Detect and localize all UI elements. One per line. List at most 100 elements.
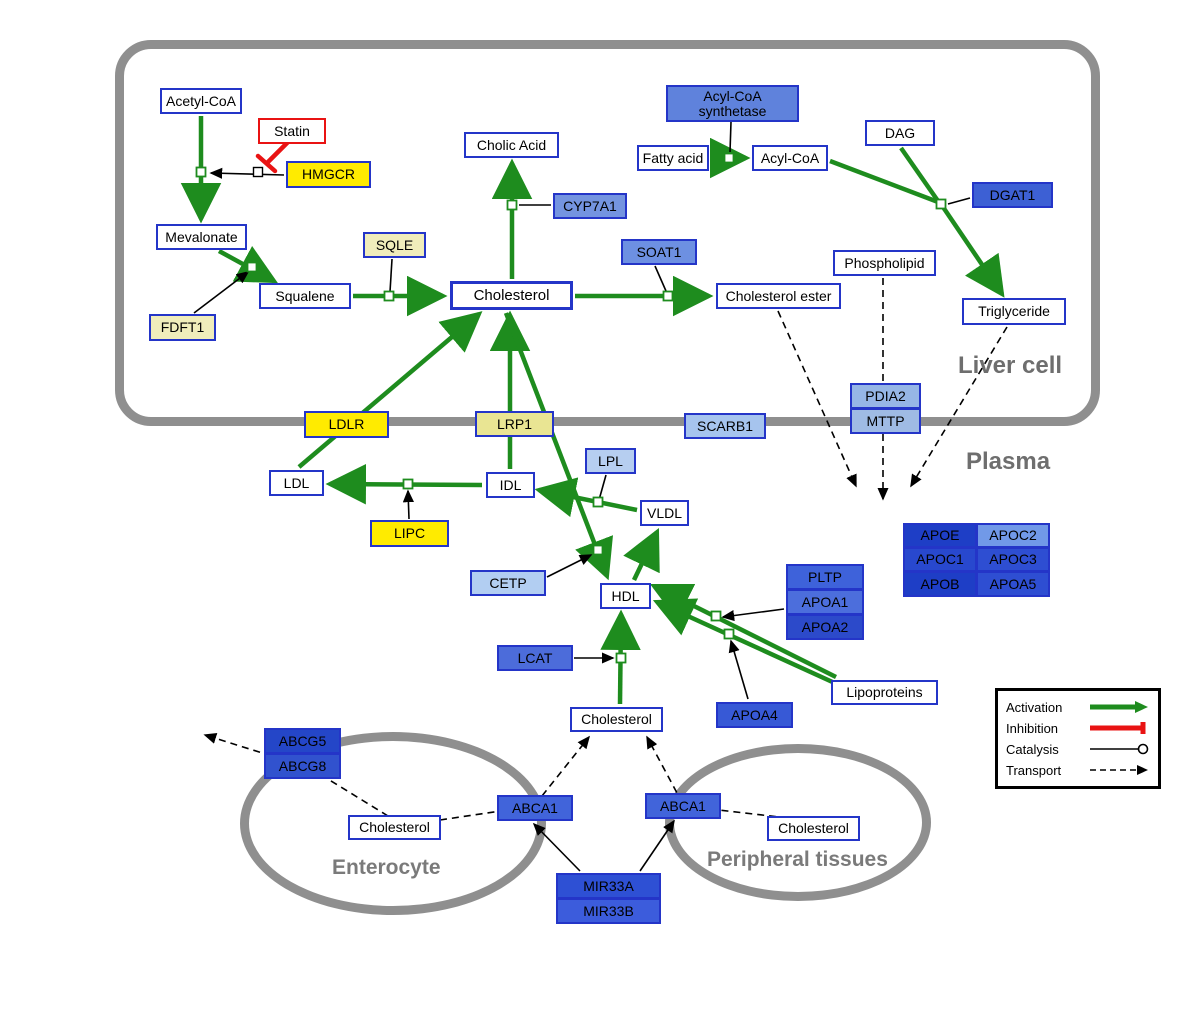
node-mir33a[interactable]: MIR33A <box>556 873 661 899</box>
node-scarb1[interactable]: SCARB1 <box>684 413 766 439</box>
node-sqle[interactable]: SQLE <box>363 232 426 258</box>
node-cetp[interactable]: CETP <box>470 570 546 596</box>
activation-vldl-idl <box>534 477 638 518</box>
node-lpl[interactable]: LPL <box>585 448 636 474</box>
activation-cholesterol-hdl <box>503 312 613 581</box>
catalysis-apoa1-apoa2 <box>721 608 785 622</box>
plasma-label: Plasma <box>966 448 1051 475</box>
catalysis-hmgcr <box>209 167 285 179</box>
activation-hdl-vldl <box>623 527 660 581</box>
node-apoc3[interactable]: APOC3 <box>976 547 1050 572</box>
node-acyl-coa[interactable]: Acyl-CoA <box>752 145 828 171</box>
node-lcat[interactable]: LCAT <box>497 645 573 671</box>
node-dag[interactable]: DAG <box>865 120 935 146</box>
node-lipoproteins[interactable]: Lipoproteins <box>831 680 938 705</box>
node-soat1[interactable]: SOAT1 <box>621 239 697 265</box>
catalysis-acylcoa-synthetase <box>729 121 732 153</box>
node-cholesterol-plasma[interactable]: Cholesterol <box>570 707 663 732</box>
transport-triglyceride-to-plasma <box>910 326 1008 488</box>
enterocyte-label: Enterocyte <box>332 856 441 879</box>
activation-dgat1node-triglyceride <box>941 205 1005 298</box>
transport-dashed-arrow-icon <box>1090 765 1148 775</box>
inhibition-statin-tbar <box>255 153 278 174</box>
legend-activation-label: Activation <box>1006 699 1063 715</box>
node-ldl[interactable]: LDL <box>269 470 324 496</box>
inhibition-edges <box>255 139 291 174</box>
node-apoc1[interactable]: APOC1 <box>903 547 977 572</box>
statin-inhibition-node <box>252 166 264 178</box>
node-cholesterol-peripheral[interactable]: Cholesterol <box>767 816 860 841</box>
node-abca1-peripheral[interactable]: ABCA1 <box>645 793 721 819</box>
node-idl[interactable]: IDL <box>486 472 535 498</box>
peripheral-tissues-label: Peripheral tissues <box>707 848 888 871</box>
inhibition-tbar-icon <box>1090 722 1146 734</box>
node-abcg8[interactable]: ABCG8 <box>264 753 341 779</box>
node-mir33b[interactable]: MIR33B <box>556 898 661 924</box>
node-triglyceride[interactable]: Triglyceride <box>962 298 1066 325</box>
node-fatty-acid[interactable]: Fatty acid <box>637 145 709 171</box>
node-fdft1[interactable]: FDFT1 <box>149 314 216 341</box>
catalysis-soat1 <box>654 265 667 292</box>
legend-catalysis-label: Catalysis <box>1006 741 1059 757</box>
node-apoa2[interactable]: APOA2 <box>786 614 864 640</box>
node-statin[interactable]: Statin <box>258 118 326 144</box>
node-acyl-coa-synthetase[interactable]: Acyl-CoA synthetase <box>666 85 799 122</box>
legend-transport-row: Transport <box>1006 760 1150 780</box>
node-cholic-acid[interactable]: Cholic Acid <box>464 132 559 158</box>
node-mttp[interactable]: MTTP <box>850 408 921 434</box>
activation-mevalonate-squalene <box>217 245 278 284</box>
node-apoe[interactable]: APOE <box>903 523 977 548</box>
node-cyp7a1[interactable]: CYP7A1 <box>553 193 627 219</box>
node-lrp1[interactable]: LRP1 <box>475 411 554 437</box>
legend-transport-label: Transport <box>1006 762 1062 778</box>
activation-ldl-cholesterol <box>297 311 483 469</box>
catalysis-lipc <box>402 489 414 520</box>
catalysis-fdft1 <box>193 271 250 314</box>
activation-dag-dgat1node <box>899 146 940 203</box>
legend-catalysis-row: Catalysis <box>1006 739 1150 759</box>
catalysis-apoa4 <box>728 639 749 700</box>
node-cholesterol-liver[interactable]: Cholesterol <box>450 281 573 310</box>
node-mevalonate[interactable]: Mevalonate <box>156 224 247 250</box>
node-apoa1[interactable]: APOA1 <box>786 589 864 615</box>
node-cholesterol-enterocyte[interactable]: Cholesterol <box>348 815 441 840</box>
node-apoa4[interactable]: APOA4 <box>716 702 793 728</box>
catalysis-sqle <box>389 258 393 293</box>
node-cholesterol-ester[interactable]: Cholesterol ester <box>716 283 841 309</box>
legend: Activation Inhibition Catalysis Transpor… <box>995 688 1161 789</box>
node-apob[interactable]: APOB <box>903 571 977 597</box>
node-pltp[interactable]: PLTP <box>786 564 864 590</box>
activation-arrow-icon <box>1090 701 1148 713</box>
activation-acylcoa-dgat1node <box>829 158 939 205</box>
node-pdia2[interactable]: PDIA2 <box>850 383 921 409</box>
catalysis-edges <box>193 121 971 872</box>
catalysis-mir33-abca1-enterocyte <box>532 822 581 872</box>
node-apoc2[interactable]: APOC2 <box>976 523 1050 548</box>
inhibition-statin-hmgcr <box>264 139 291 166</box>
node-abca1-enterocyte[interactable]: ABCA1 <box>497 795 573 821</box>
catalysis-dgat1 <box>947 197 971 205</box>
legend-inhibition-label: Inhibition <box>1006 720 1059 736</box>
node-apoa5[interactable]: APOA5 <box>976 571 1050 597</box>
node-phospholipid[interactable]: Phospholipid <box>833 250 936 276</box>
transport-enterocyte-abcg5g8 <box>203 733 389 817</box>
transport-peripheral-abca1 <box>646 735 789 819</box>
node-lipc[interactable]: LIPC <box>370 520 449 547</box>
node-hmgcr[interactable]: HMGCR <box>286 161 371 188</box>
legend-activation-row: Activation <box>1006 697 1150 717</box>
legend-inhibition-row: Inhibition <box>1006 718 1150 738</box>
node-dgat1[interactable]: DGAT1 <box>972 182 1053 208</box>
node-hdl[interactable]: HDL <box>600 583 651 609</box>
catalysis-cetp <box>546 554 593 578</box>
activation-lipoproteins-hdl-2 <box>652 598 851 693</box>
node-acetyl-coa[interactable]: Acetyl-CoA <box>160 88 242 114</box>
node-squalene[interactable]: Squalene <box>259 283 351 309</box>
node-vldl[interactable]: VLDL <box>640 500 689 526</box>
node-abcg5[interactable]: ABCG5 <box>264 728 341 754</box>
liver-cell-membrane <box>115 40 1100 426</box>
liver-cell-label: Liver cell <box>958 352 1063 379</box>
node-ldlr[interactable]: LDLR <box>304 411 389 438</box>
catalysis-mir33-abca1-peripheral <box>639 819 675 872</box>
